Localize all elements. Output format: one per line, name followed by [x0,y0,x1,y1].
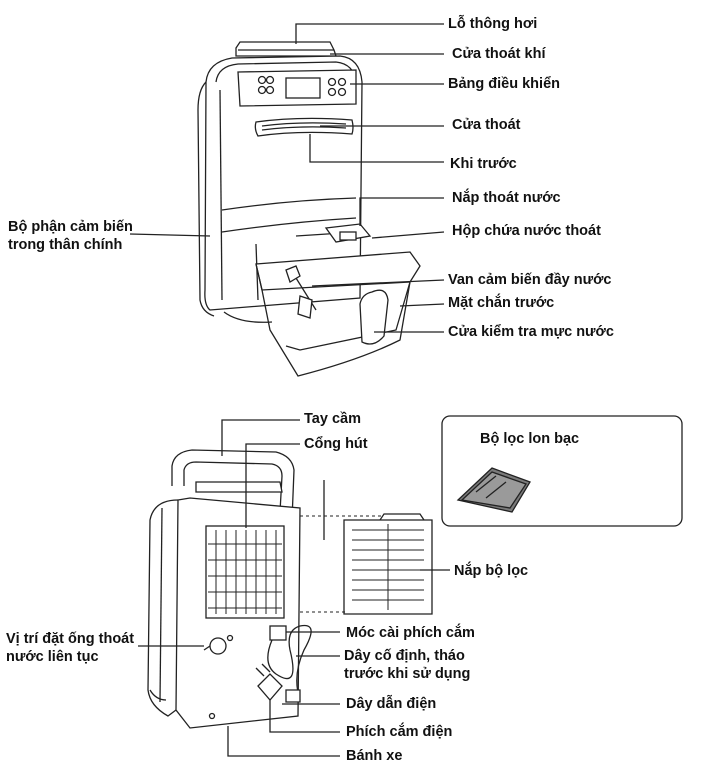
label-drain-hose-position: Vị trí đặt ống thoát nước liên tục [6,630,156,666]
label-power-plug: Phích cắm điện [346,724,453,740]
label-full-water-sensor: Van cảm biến đầy nước [448,272,612,288]
label-body-sensor-line1: Bộ phận cảm biến [8,219,133,235]
label-drain-line1: Vị trí đặt ống thoát [6,631,135,647]
silver-filter-inset [441,415,683,527]
label-cord-tie-line1: Dây cố định, tháo [344,648,465,664]
label-front-shield: Mặt chắn trước [448,295,555,311]
label-body-sensor-line2: trong thân chính [8,237,123,253]
label-outlet: Cửa thoát [452,117,521,133]
label-drain-cap: Nắp thoát nước [452,190,561,206]
label-handle: Tay cầm [304,411,361,427]
label-control-panel: Bảng điều khiển [448,76,560,92]
label-air-outlet: Cửa thoát khí [452,46,546,62]
label-silver-filter: Bộ lọc lon bạc [480,431,580,447]
label-plug-hook: Móc cài phích cắm [346,625,475,641]
filter-cover-drawing [343,513,433,615]
front-leader-lines [129,23,445,333]
label-wheel: Bánh xe [346,748,403,764]
label-power-cord: Dây dẫn điện [346,696,437,712]
label-cord-tie-line2: trước khi sử dụng [344,666,471,682]
label-drain-line2: nước liên tục [6,649,99,665]
label-front-slot: Khi trước [450,156,517,172]
label-water-tank: Hộp chứa nước thoát [452,223,601,239]
label-vent-hole: Lỗ thông hơi [448,16,538,32]
label-level-window: Cửa kiểm tra mực nước [448,324,614,340]
label-body-sensor: Bộ phận cảm biến trong thân chính [8,218,158,254]
back-unit-drawing [147,449,433,729]
back-leader-lines [138,419,450,757]
label-intake: Cổng hút [304,436,368,452]
label-filter-cover: Nắp bộ lọc [454,563,529,579]
label-cord-tie: Dây cố định, tháo trước khi sử dụng [344,647,524,683]
front-unit-drawing [197,41,421,377]
